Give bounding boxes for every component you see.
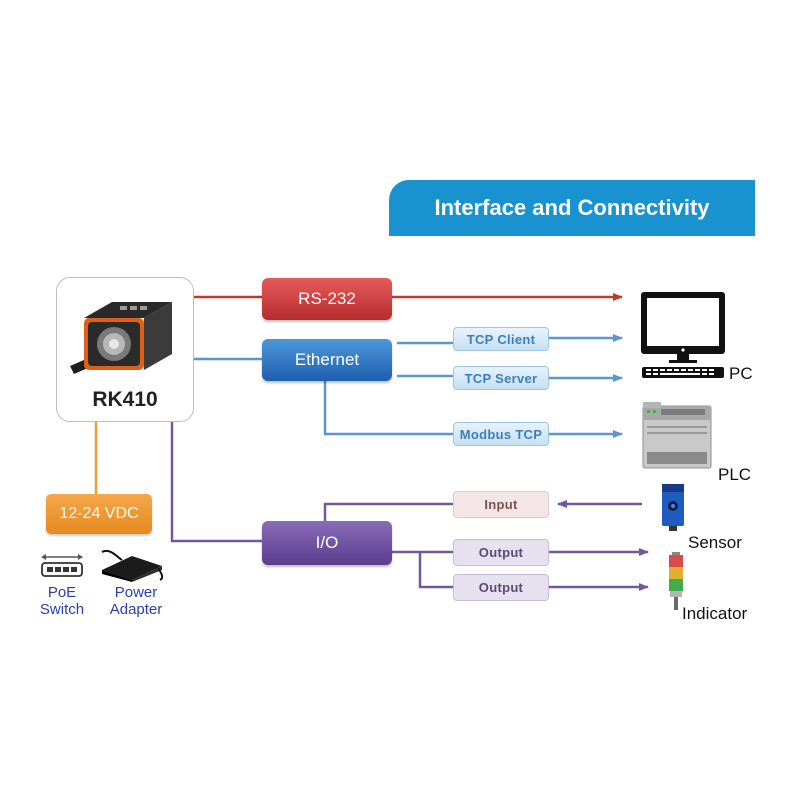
title-banner: Interface and Connectivity: [389, 180, 755, 236]
tcp-server-label: TCP Server: [464, 370, 538, 386]
page-title: Interface and Connectivity: [434, 195, 710, 220]
output-label-2: Output: [478, 580, 524, 595]
rs232-label: RS-232: [298, 289, 356, 308]
rs232-block: RS-232: [262, 278, 392, 320]
input-box: Input: [453, 491, 549, 518]
power-adapter-label: Power Adapter: [109, 584, 163, 618]
modbus-tcp-label: Modbus TCP: [459, 426, 543, 442]
barcode-reader-icon: [70, 302, 172, 374]
tcp-client-label: TCP Client: [466, 331, 536, 347]
io-device-line: [170, 420, 262, 543]
io-block: I/O: [262, 521, 392, 565]
power-supply-label: 12-24 VDC: [59, 505, 139, 522]
pc-icon: [641, 292, 725, 378]
sensor-icon: [662, 484, 684, 531]
indicator-light-icon: [669, 552, 683, 610]
output-box-2: Output: [453, 574, 549, 601]
power-adapter-icon: [101, 550, 164, 582]
ethernet-block: Ethernet: [262, 339, 392, 381]
pc-label: PC: [729, 364, 753, 383]
sensor-label: Sensor: [688, 533, 742, 552]
modbus-tcp-box: Modbus TCP: [453, 422, 549, 446]
plc-label: PLC: [718, 465, 752, 484]
output-box-1: Output: [453, 539, 549, 566]
indicator-label: Indicator: [682, 604, 748, 623]
power-supply-block: 12-24 VDC: [46, 494, 152, 534]
tcp-client-box: TCP Client: [453, 327, 549, 351]
ethernet-label: Ethernet: [294, 350, 360, 369]
device-name: RK410: [92, 388, 158, 411]
poe-switch-icon: [41, 554, 83, 577]
plc-icon: [642, 402, 712, 469]
io-label: I/O: [315, 533, 339, 552]
input-label: Input: [484, 497, 518, 512]
output-label-1: Output: [478, 545, 524, 560]
tcp-server-box: TCP Server: [453, 366, 549, 390]
poe-switch-label: PoE Switch: [39, 584, 85, 618]
